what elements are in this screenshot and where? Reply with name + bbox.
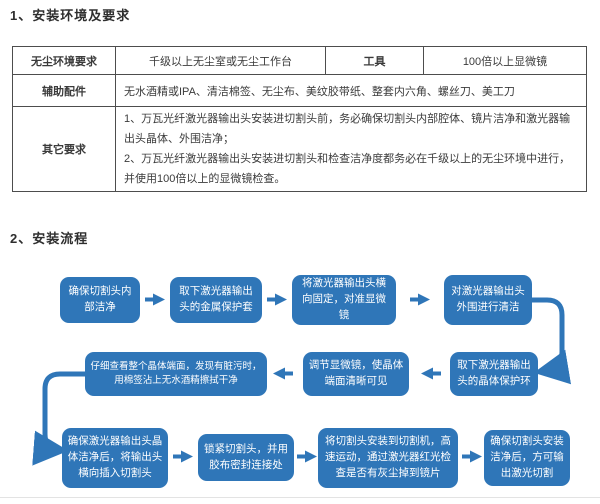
env-requirement-label: 无尘环境要求 [12, 46, 116, 75]
tool-label: 工具 [325, 46, 424, 75]
flow-step-label: 锁紧切割头，并用胶布密封连接处 [204, 442, 288, 471]
flow-step-2-3: 仔细查看整个晶体端面，发现有脏污时，用棉签沾上无水酒精擦拭干净 [85, 352, 267, 396]
flow-step-label: 确保切割头安装洁净后，方可输出激光切割 [490, 435, 564, 479]
page-divider [0, 497, 600, 498]
other-requirement-1: 1、万瓦光纤激光器输出头安装进切割头前，务必确保切割头内部腔体、镜片洁净和激光器… [124, 113, 571, 145]
arrow-left-icon [421, 367, 441, 380]
table-row-accessories: 辅助配件 无水酒精或IPA、清洁棉签、无尘布、美纹胶带纸、整套内六角、螺丝刀、美… [12, 74, 587, 107]
accessories-value: 无水酒精或IPA、清洁棉签、无尘布、美纹胶带纸、整套内六角、螺丝刀、美工刀 [115, 74, 587, 107]
flow-step-3-1: 确保激光器输出头晶体洁净后，将输出头横向插入切割头 [62, 428, 168, 488]
other-requirement-2: 2、万瓦光纤激光器输出头安装进切割头和检查洁净度都务必在千级以上的无尘环境中进行… [124, 153, 571, 185]
arrow-left-icon [273, 367, 293, 380]
flow-step-label: 仔细查看整个晶体端面，发现有脏污时，用棉签沾上无水酒精擦拭干净 [90, 360, 262, 386]
flow-step-1-4: 对激光器输出头外围进行清洁 [444, 275, 532, 325]
flow-step-2-1: 取下激光器输出头的晶体保护环 [450, 352, 538, 396]
flow-step-1-1: 确保切割头内部洁净 [60, 277, 140, 323]
other-requirements-label: 其它要求 [12, 106, 116, 192]
arrow-right-icon [173, 450, 193, 463]
arrow-right-icon [297, 450, 317, 463]
flow-step-label: 将激光器输出头横向固定，对准显微镜 [302, 277, 386, 321]
section2-heading: 2、安装流程 [10, 231, 89, 246]
flow-step-label: 取下激光器输出头的晶体保护环 [457, 359, 531, 387]
flow-step-1-2: 取下激光器输出头的金属保护套 [170, 277, 262, 323]
accessories-label: 辅助配件 [12, 74, 116, 107]
arrow-right-icon [462, 450, 482, 463]
flow-step-label: 对激光器输出头外围进行清洁 [451, 285, 525, 313]
flow-step-1-3: 将激光器输出头横向固定，对准显微镜 [292, 275, 396, 325]
flow-step-label: 调节显微镜，使晶体端面清晰可见 [308, 359, 404, 387]
flow-step-label: 取下激光器输出头的金属保护套 [179, 285, 253, 313]
env-requirement-value: 千级以上无尘室或无尘工作台 [115, 46, 326, 75]
arrow-right-icon [410, 293, 430, 306]
section1-heading: 1、安装环境及要求 [10, 8, 131, 23]
flow-step-2-2: 调节显微镜，使晶体端面清晰可见 [303, 352, 409, 396]
requirements-table: 无尘环境要求 千级以上无尘室或无尘工作台 工具 100倍以上显微镜 辅助配件 无… [12, 46, 587, 192]
table-row-other: 其它要求 1、万瓦光纤激光器输出头安装进切割头前，务必确保切割头内部腔体、镜片洁… [12, 106, 587, 192]
flow-step-label: 确保激光器输出头晶体洁净后，将输出头横向插入切割头 [67, 435, 163, 479]
tool-value: 100倍以上显微镜 [423, 46, 587, 75]
table-row-environment: 无尘环境要求 千级以上无尘室或无尘工作台 工具 100倍以上显微镜 [12, 46, 587, 75]
flow-step-3-2: 锁紧切割头，并用胶布密封连接处 [198, 434, 294, 481]
flow-step-3-3: 将切割头安装到切割机，高速运动，通过激光器红光检查是否有灰尘掉到镜片 [318, 428, 458, 488]
arrow-right-icon [267, 293, 287, 306]
flow-step-3-4: 确保切割头安装洁净后，方可输出激光切割 [484, 430, 570, 486]
arrow-right-icon [145, 293, 165, 306]
flow-step-label: 将切割头安装到切割机，高速运动，通过激光器红光检查是否有灰尘掉到镜片 [325, 435, 451, 479]
other-requirements-value: 1、万瓦光纤激光器输出头安装进切割头前，务必确保切割头内部腔体、镜片洁净和激光器… [115, 106, 587, 192]
flow-step-label: 确保切割头内部洁净 [68, 285, 132, 313]
